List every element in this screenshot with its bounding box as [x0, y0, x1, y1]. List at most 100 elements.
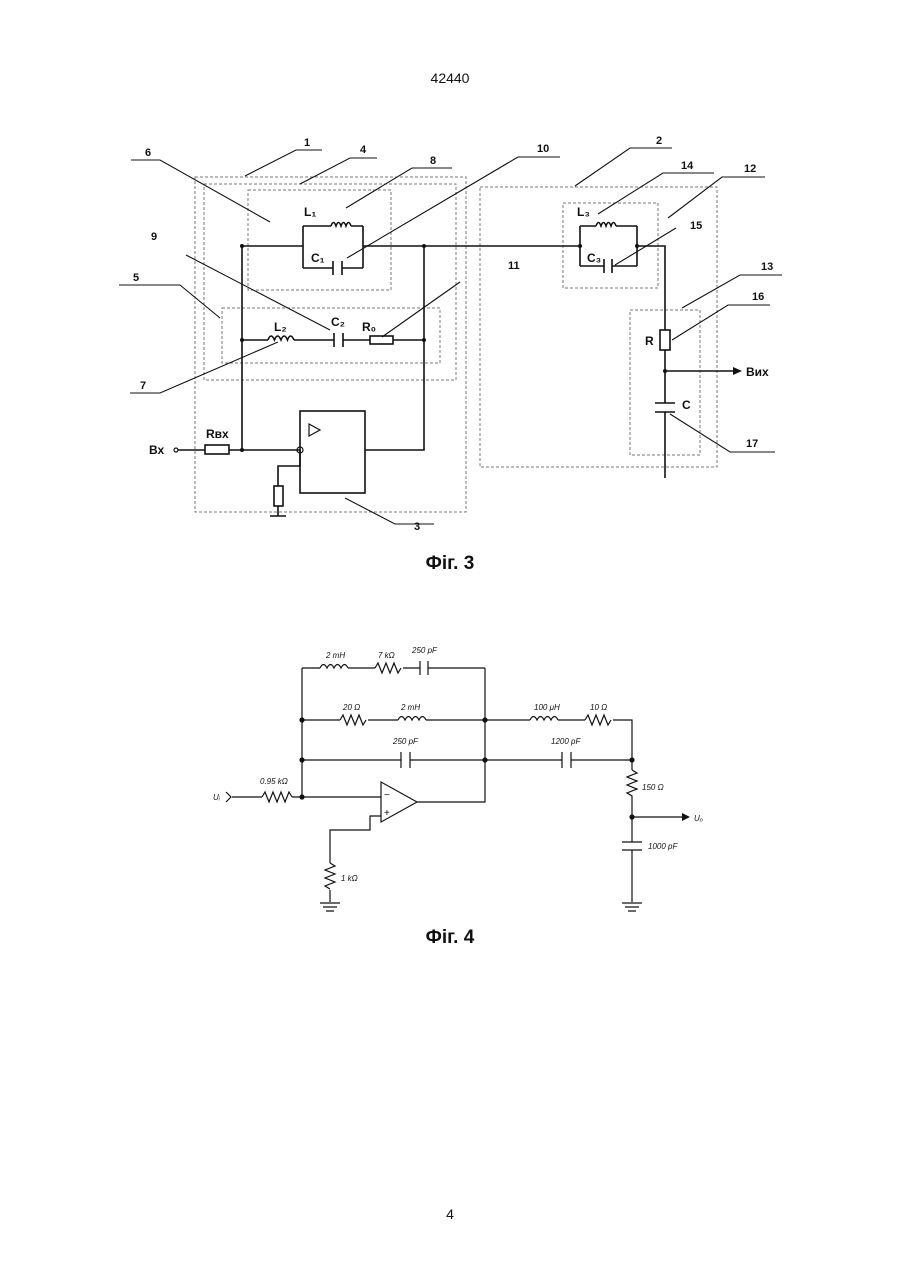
label-c2: C₂ — [331, 315, 345, 329]
ground-icon-left — [320, 903, 340, 911]
junction-dot — [240, 244, 244, 248]
inductor-l3-symbol — [596, 223, 616, 227]
leader-13 — [682, 275, 782, 308]
leader-1 — [245, 150, 322, 176]
branch-mid-resistor — [340, 715, 366, 725]
callout-11: 11 — [508, 260, 520, 272]
value-r-in: 0.95 kΩ — [260, 777, 288, 786]
leader-17 — [670, 414, 775, 452]
callout-5: 5 — [133, 272, 139, 284]
ground-icon-right — [622, 903, 642, 911]
label-r: R — [645, 334, 654, 348]
junction-dot — [663, 369, 667, 373]
junction-dot — [635, 244, 639, 248]
callout-4: 4 — [360, 144, 367, 156]
label-l3: L₃ — [577, 205, 590, 219]
inductor-l2-symbol — [268, 336, 294, 340]
label-input: Uᵢ — [213, 793, 221, 802]
value-r-mid: 20 Ω — [342, 703, 360, 712]
callout-2: 2 — [656, 135, 662, 147]
callout-17: 17 — [746, 438, 758, 450]
figure-3: L₁ C₁ L₂ C₂ R₀ L₃ C₃ R C Rвх Вх Вих 1 2 … — [0, 0, 900, 560]
output-rc-wire — [637, 246, 665, 478]
callout-14: 14 — [681, 160, 694, 172]
label-l2: L₂ — [274, 320, 287, 334]
leader-3 — [345, 498, 434, 524]
input-terminal-icon — [174, 448, 178, 452]
leader-11 — [382, 282, 460, 337]
callout-15: 15 — [690, 220, 702, 232]
resistor-rin-symbol — [205, 445, 229, 454]
block-6-outline — [248, 190, 391, 290]
label-c3: C₃ — [587, 251, 601, 265]
output-arrow-icon — [682, 813, 690, 821]
value-l-out: 100 μH — [534, 703, 560, 712]
junction-dot — [422, 244, 426, 248]
callout-16: 16 — [752, 291, 764, 303]
junction-dot — [240, 338, 244, 342]
output-arrow-icon — [733, 367, 742, 375]
fig3-wire-right — [365, 246, 424, 450]
fig3-wire-ref-ground — [270, 506, 286, 516]
capacitor-c2-symbol — [334, 333, 343, 347]
junction-dot — [299, 794, 304, 799]
label-rin: Rвх — [206, 427, 229, 441]
callout-7: 7 — [140, 380, 146, 392]
capacitor-c1-symbol — [333, 261, 342, 275]
callout-10: 10 — [537, 143, 549, 155]
leader-10 — [347, 157, 560, 258]
value-r-top: 7 kΩ — [378, 651, 395, 660]
leader-5 — [119, 285, 220, 318]
opamp-plus: + — [384, 808, 390, 819]
branch-top-resistor — [375, 663, 401, 673]
output-bypass-capacitor — [562, 752, 571, 768]
page-number-bottom: 4 — [0, 1206, 900, 1222]
value-c-out: 1200 pF — [551, 737, 581, 746]
branch-low-capacitor — [401, 752, 410, 768]
junction-dot — [422, 338, 426, 342]
value-r-load: 150 Ω — [642, 783, 664, 792]
output-resistor — [585, 715, 611, 725]
input-terminal-icon — [226, 792, 231, 802]
callout-3: 3 — [414, 521, 420, 533]
junction-dot — [482, 717, 487, 722]
inductor-l1-symbol — [331, 223, 351, 227]
leader-15 — [615, 228, 676, 265]
callout-13: 13 — [761, 261, 773, 273]
label-l1: L₁ — [304, 205, 316, 219]
figure-3-caption: Фіг. 3 — [0, 553, 900, 575]
label-output: Uₒ — [694, 814, 703, 823]
junction-dot — [629, 814, 634, 819]
value-c-load: 1000 pF — [648, 842, 678, 851]
plus-input-wire — [330, 816, 381, 902]
junction-dot — [629, 757, 634, 762]
branch-mid-inductor — [398, 717, 426, 721]
load-capacitor — [622, 842, 642, 850]
value-l-mid: 2 mH — [400, 703, 420, 712]
leader-9 — [186, 255, 330, 330]
ground-resistor — [325, 863, 335, 889]
value-r-out: 10 Ω — [590, 703, 607, 712]
callout-1: 1 — [304, 137, 310, 149]
fig3-wire-ref — [278, 450, 300, 486]
fig4-right-rail — [417, 668, 485, 802]
figure-4-caption: Фіг. 4 — [0, 927, 900, 949]
callout-12: 12 — [744, 163, 756, 175]
label-r0: R₀ — [362, 320, 376, 334]
junction-dot — [578, 244, 582, 248]
amplifier-symbol — [300, 411, 365, 493]
resistor-r0-symbol — [370, 336, 393, 344]
leader-14 — [598, 173, 714, 214]
capacitor-c-symbol — [655, 403, 675, 412]
output-inductor — [530, 717, 558, 721]
value-l-top: 2 mH — [325, 651, 345, 660]
callout-9: 9 — [151, 231, 157, 243]
junction-dot — [299, 757, 304, 762]
callout-8: 8 — [430, 155, 436, 167]
figure-4: − + 2 mH 7 kΩ 250 pF 20 Ω 2 mH 250 pF 10… — [0, 620, 900, 960]
input-resistor — [262, 792, 292, 802]
value-r-gnd: 1 kΩ — [341, 874, 358, 883]
leader-6 — [131, 160, 270, 222]
junction-dot — [240, 448, 244, 452]
branch-top-inductor — [320, 665, 348, 669]
